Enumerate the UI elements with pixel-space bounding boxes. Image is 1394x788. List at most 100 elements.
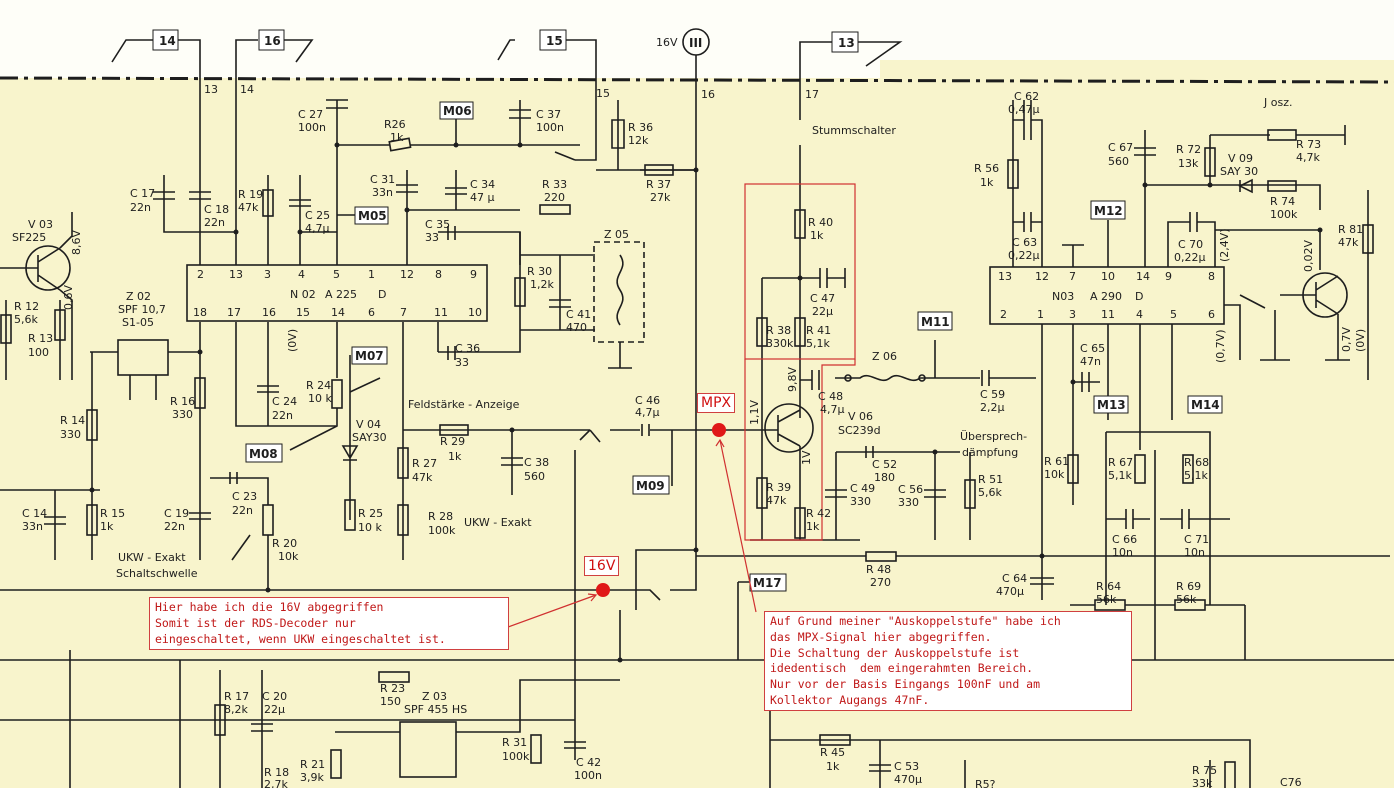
svg-text:2: 2 (1000, 308, 1007, 321)
svg-text:13: 13 (998, 270, 1012, 283)
svg-text:C 46: C 46 (635, 394, 660, 407)
pin-17: 17 (805, 88, 819, 101)
svg-text:dämpfung: dämpfung (962, 446, 1018, 459)
svg-text:470: 470 (566, 321, 587, 334)
svg-text:14: 14 (331, 306, 345, 319)
svg-text:R 18: R 18 (264, 766, 289, 779)
svg-text:22n: 22n (232, 504, 253, 517)
ic-n02-label: N 02 (290, 288, 316, 301)
svg-text:C 70: C 70 (1178, 238, 1203, 251)
svg-text:SC239d: SC239d (838, 424, 881, 437)
svg-text:10: 10 (1101, 270, 1115, 283)
pin-15: 15 (596, 87, 610, 100)
svg-text:V 03: V 03 (28, 218, 53, 231)
svg-text:15: 15 (296, 306, 310, 319)
v16-tap-point (596, 583, 610, 597)
test-point-m11: M11 (921, 315, 950, 329)
svg-text:150: 150 (380, 695, 401, 708)
svg-text:R 72: R 72 (1176, 143, 1201, 156)
svg-text:R 25: R 25 (358, 507, 383, 520)
wires (0, 28, 1394, 788)
svg-text:R 29: R 29 (440, 435, 465, 448)
svg-text:C 71: C 71 (1184, 533, 1209, 546)
svg-text:4: 4 (1136, 308, 1143, 321)
svg-text:330: 330 (172, 408, 193, 421)
svg-text:V 09: V 09 (1228, 152, 1253, 165)
svg-text:D: D (1135, 290, 1143, 303)
svg-text:1k: 1k (390, 131, 404, 144)
svg-text:3: 3 (264, 268, 271, 281)
svg-text:R 20: R 20 (272, 537, 297, 550)
ic-n02: 2 13 3 4 5 1 12 8 9 N 02 A 225 D 18 17 1… (193, 268, 482, 319)
svg-text:1k: 1k (810, 229, 824, 242)
svg-text:12: 12 (1035, 270, 1049, 283)
svg-text:R 15: R 15 (100, 507, 125, 520)
svg-text:1k: 1k (448, 450, 462, 463)
svg-text:33n: 33n (372, 186, 393, 199)
svg-text:C 41: C 41 (566, 308, 591, 321)
svg-text:0,02V: 0,02V (1302, 240, 1315, 272)
test-point-m12: M12 (1094, 204, 1123, 218)
svg-text:9,8V: 9,8V (786, 367, 799, 392)
svg-text:R 37: R 37 (646, 178, 671, 191)
svg-text:22n: 22n (164, 520, 185, 533)
svg-text:C 25: C 25 (305, 209, 330, 222)
svg-text:C 36: C 36 (455, 342, 480, 355)
svg-text:A 225: A 225 (325, 288, 357, 301)
svg-text:SPF 10,7: SPF 10,7 (118, 303, 166, 316)
svg-text:(0V): (0V) (286, 329, 299, 352)
svg-text:100n: 100n (298, 121, 326, 134)
svg-text:100k: 100k (502, 750, 530, 763)
svg-text:R 48: R 48 (866, 563, 891, 576)
svg-text:33n: 33n (22, 520, 43, 533)
svg-text:0,22μ: 0,22μ (1174, 251, 1206, 264)
svg-text:11: 11 (1101, 308, 1115, 321)
svg-text:C 37: C 37 (536, 108, 561, 121)
svg-text:R 16: R 16 (170, 395, 195, 408)
svg-text:R 61: R 61 (1044, 455, 1069, 468)
svg-text:22μ: 22μ (812, 305, 833, 318)
svg-text:100k: 100k (1270, 208, 1298, 221)
svg-text:1: 1 (1037, 308, 1044, 321)
svg-text:C 14: C 14 (22, 507, 47, 520)
svg-text:14: 14 (1136, 270, 1150, 283)
svg-text:R 56: R 56 (974, 162, 999, 175)
connector-16: 16 (264, 34, 281, 48)
svg-text:C 35: C 35 (425, 218, 450, 231)
svg-text:8,6V: 8,6V (70, 230, 83, 255)
ic-n03-label: N03 (1052, 290, 1074, 303)
note-line: idedentisch dem eingerahmten Bereich. (770, 661, 1034, 676)
connector-15: 15 (546, 34, 563, 48)
svg-text:R 23: R 23 (380, 682, 405, 695)
svg-text:5,1k: 5,1k (1184, 469, 1208, 482)
svg-text:R 42: R 42 (806, 507, 831, 520)
svg-text:C 18: C 18 (204, 203, 229, 216)
svg-text:R 75: R 75 (1192, 764, 1217, 777)
svg-text:R 81: R 81 (1338, 223, 1363, 236)
svg-text:2,2μ: 2,2μ (980, 401, 1005, 414)
svg-text:UKW - Exakt: UKW - Exakt (118, 551, 186, 564)
svg-text:470μ: 470μ (996, 585, 1024, 598)
svg-text:C 63: C 63 (1012, 236, 1037, 249)
annotation-note-mpx: Auf Grund meiner "Auskoppelstufe" habe i… (764, 611, 1132, 711)
svg-text:2,7k: 2,7k (264, 778, 288, 788)
svg-text:56k: 56k (1176, 593, 1197, 606)
svg-text:SAY 30: SAY 30 (1220, 165, 1258, 178)
svg-text:100n: 100n (536, 121, 564, 134)
note-line: Hier habe ich die 16V abgegriffen (155, 600, 384, 614)
svg-text:R 27: R 27 (412, 457, 437, 470)
svg-text:R 39: R 39 (766, 481, 791, 494)
svg-text:13k: 13k (1178, 157, 1199, 170)
svg-text:J osz.: J osz. (1263, 96, 1292, 109)
svg-text:C 65: C 65 (1080, 342, 1105, 355)
svg-text:5: 5 (333, 268, 340, 281)
svg-text:C 67: C 67 (1108, 141, 1133, 154)
svg-text:0,47μ: 0,47μ (1008, 103, 1040, 116)
svg-text:470μ: 470μ (894, 773, 922, 786)
svg-text:R 69: R 69 (1176, 580, 1201, 593)
svg-text:R 31: R 31 (502, 736, 527, 749)
svg-text:0,22μ: 0,22μ (1008, 249, 1040, 262)
svg-text:330: 330 (850, 495, 871, 508)
svg-text:47n: 47n (1080, 355, 1101, 368)
